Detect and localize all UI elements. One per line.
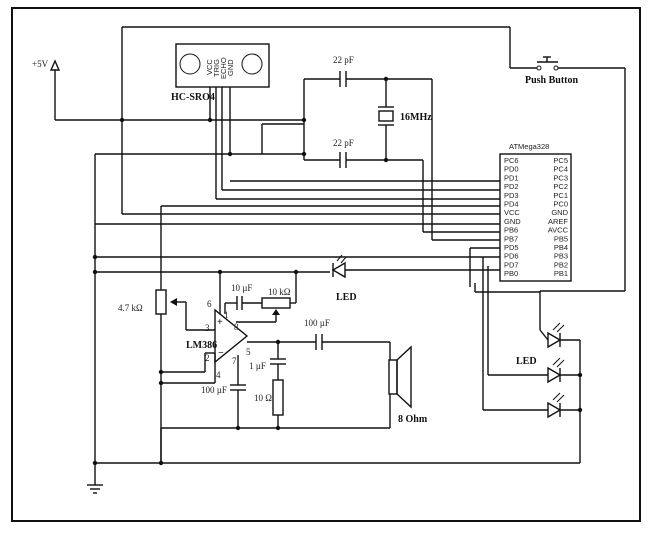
mcu-pin-pb7: PB7 (504, 234, 518, 243)
cap-bypass-label: 100 µF (201, 385, 227, 395)
mcu-pin-pc6: PC6 (504, 156, 519, 165)
gain-network: 10 µF 10 kΩ (224, 272, 297, 323)
amp-pin7: 7 (232, 356, 237, 366)
atmega328-chip: ATMega328 (499, 142, 572, 282)
junctions (92, 76, 583, 466)
zobel-network: 1 µF 10 Ω (249, 342, 286, 428)
led-bank: LED (474, 257, 581, 463)
mcu-pin-pc1: PC1 (553, 191, 568, 200)
bypass-cap: 100 µF (201, 355, 246, 428)
mcu-pin-vcc: VCC (504, 208, 520, 217)
amp-pin4: 4 (216, 370, 221, 380)
amp-pin6: 6 (207, 299, 212, 309)
output-cap: 100 µF (304, 318, 330, 350)
cap-zobel-label: 1 µF (249, 361, 266, 371)
res-zobel-label: 10 Ω (254, 393, 272, 403)
svg-text:+: + (217, 317, 223, 328)
led-top-label: LED (336, 292, 357, 303)
sensor-pin-trig: TRIG (212, 59, 221, 77)
diagram-frame (11, 7, 641, 522)
amp-pin5: 5 (246, 347, 251, 357)
potentiometer-4k7: 4.7 kΩ (118, 289, 215, 463)
ultrasonic-sensor: VCC TRIG ECHO GND HC-SRO4 (171, 43, 270, 103)
mcu-pin-pd4: PD4 (504, 200, 519, 209)
push-button: Push Button (525, 56, 579, 86)
crystal-freq: 16MHz (400, 112, 432, 123)
cap-out-label: 100 µF (304, 318, 330, 328)
amp-pin1: 1 (224, 310, 229, 320)
mcu-pin-pd0: PD0 (504, 165, 519, 174)
mcu-pin-aref: AREF (548, 217, 568, 226)
cap-top-label: 22 pF (333, 55, 354, 65)
mcu-pin-gnd: GND (504, 217, 521, 226)
sensor-pin-vcc: VCC (205, 59, 214, 75)
mcu-pin-pb1: PB1 (554, 269, 568, 278)
mcu-pin-pc5: PC5 (553, 156, 568, 165)
mcu-pin-pb3: PB3 (554, 252, 568, 261)
supply-label: +5V (32, 59, 49, 69)
mcu-pin-pd1: PD1 (504, 173, 519, 182)
mcu-pin-gnd: GND (551, 208, 568, 217)
mcu-pin-pb6: PB6 (504, 226, 518, 235)
sensor-pin-echo: ECHO (219, 57, 228, 79)
mcu-pin-pc3: PC3 (553, 173, 568, 182)
amp-name: LM386 (186, 340, 217, 351)
crystal-oscillator: 22 pF 22 pF 16MHz (303, 55, 500, 241)
sensor-pin-gnd: GND (226, 59, 235, 76)
mcu-pin-pc0: PC0 (553, 200, 568, 209)
cap-gain-label: 10 µF (231, 283, 252, 293)
lm386-amplifier: + − LM386 6 1 8 3 2 4 7 5 (186, 299, 251, 380)
mcu-pin-pd3: PD3 (504, 191, 519, 200)
mcu-left-pins: PC6PD0PD1PD2PD3PD4VCCGNDPB6PB7PD5PD6PD7P… (504, 156, 521, 278)
push-button-label: Push Button (525, 75, 579, 86)
mcu-pin-pd7: PD7 (504, 260, 519, 269)
mcu-pin-pc2: PC2 (553, 182, 568, 191)
amp-pin2: 2 (205, 353, 210, 363)
mcu-pin-pd2: PD2 (504, 182, 519, 191)
mcu-pin-avcc: AVCC (548, 226, 569, 235)
led-top: LED (331, 254, 357, 303)
ground-symbol (87, 463, 103, 494)
mcu-pin-pd5: PD5 (504, 243, 519, 252)
svg-text:−: − (218, 348, 224, 359)
mcu-pin-pc4: PC4 (553, 165, 568, 174)
mcu-pin-pb5: PB5 (554, 234, 568, 243)
mcu-right-pins: PC5PC4PC3PC2PC1PC0GNDAREFAVCCPB5PB4PB3PB… (548, 156, 569, 278)
speaker-label: 8 Ohm (398, 414, 428, 425)
supply-5v: +5V (32, 59, 304, 121)
sensor-name: HC-SRO4 (171, 92, 215, 103)
mcu-pin-pb4: PB4 (554, 243, 568, 252)
speaker: 8 Ohm (388, 345, 428, 428)
led-bank-label: LED (516, 356, 537, 367)
pot-label: 4.7 kΩ (118, 303, 143, 313)
mcu-name: ATMega328 (509, 142, 549, 151)
mcu-pin-pb2: PB2 (554, 260, 568, 269)
mcu-pin-pd6: PD6 (504, 252, 519, 261)
res-gain-label: 10 kΩ (268, 287, 291, 297)
mcu-pin-pb0: PB0 (504, 269, 518, 278)
amp-pin8: 8 (234, 322, 239, 332)
amp-pin3: 3 (205, 323, 210, 333)
cap-bottom-label: 22 pF (333, 138, 354, 148)
